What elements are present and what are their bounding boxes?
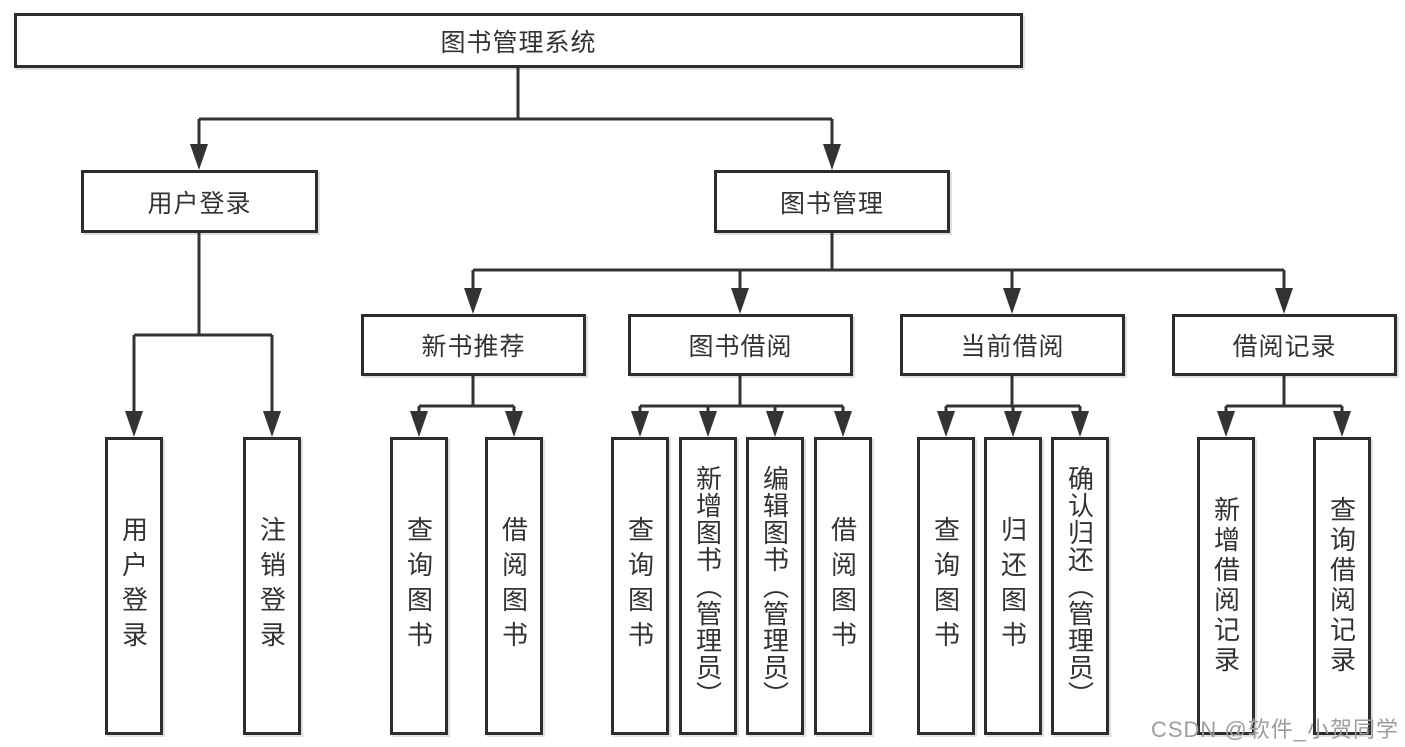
node-label: 查询图书	[930, 516, 961, 656]
node-current-borrow: 当前借阅	[900, 314, 1125, 376]
node-label: 新书推荐	[421, 333, 526, 361]
leaf-add-borrow-record: 新增借阅记录	[1197, 437, 1255, 735]
node-label: 当前借阅	[960, 333, 1065, 361]
node-label: 查询图书	[403, 516, 434, 656]
leaf-confirm-return-admin: 确认归还（管理员）	[1051, 437, 1109, 735]
node-label: 确认归还（管理员）	[1064, 464, 1095, 708]
node-label: 借阅图书	[827, 516, 858, 656]
node-label: 图书管理	[779, 189, 884, 218]
node-borrow-records: 借阅记录	[1172, 314, 1397, 376]
node-label: 新增借阅记录	[1210, 496, 1241, 676]
node-label: 新增图书（管理员）	[692, 464, 723, 708]
node-label: 借阅图书	[498, 516, 529, 656]
leaf-query-books-3: 查询图书	[917, 437, 975, 735]
leaf-add-book-admin: 新增图书（管理员）	[679, 437, 737, 735]
leaf-user-login: 用户登录	[105, 437, 163, 735]
leaf-borrow-books-2: 借阅图书	[814, 437, 872, 735]
node-label: 查询图书	[624, 516, 655, 656]
node-label: 图书借阅	[688, 333, 793, 361]
node-label: 用户登录	[147, 189, 252, 218]
node-library-management-system: 图书管理系统	[14, 13, 1023, 68]
node-label: 图书管理系统	[440, 28, 597, 57]
node-new-book-recommend: 新书推荐	[361, 314, 586, 376]
leaf-logout: 注销登录	[243, 437, 301, 735]
node-user-login: 用户登录	[81, 170, 318, 233]
node-label: 用户登录	[118, 516, 149, 656]
leaf-query-books-1: 查询图书	[390, 437, 448, 735]
leaf-return-book: 归还图书	[984, 437, 1042, 735]
leaf-edit-book-admin: 编辑图书（管理员）	[746, 437, 804, 735]
node-label: 借阅记录	[1232, 333, 1337, 361]
arrowheads	[125, 144, 1351, 437]
leaf-query-borrow-record: 查询借阅记录	[1313, 437, 1371, 735]
csdn-watermark: CSDN @软件_小贺同学	[1150, 717, 1399, 742]
node-label: 归还图书	[997, 516, 1028, 656]
node-book-borrow: 图书借阅	[628, 314, 853, 376]
node-label: 注销登录	[256, 516, 287, 656]
node-label: 编辑图书（管理员）	[759, 464, 790, 708]
node-label: 查询借阅记录	[1326, 496, 1357, 676]
leaf-borrow-books-1: 借阅图书	[485, 437, 543, 735]
node-book-management: 图书管理	[714, 170, 950, 233]
leaf-query-books-2: 查询图书	[611, 437, 669, 735]
